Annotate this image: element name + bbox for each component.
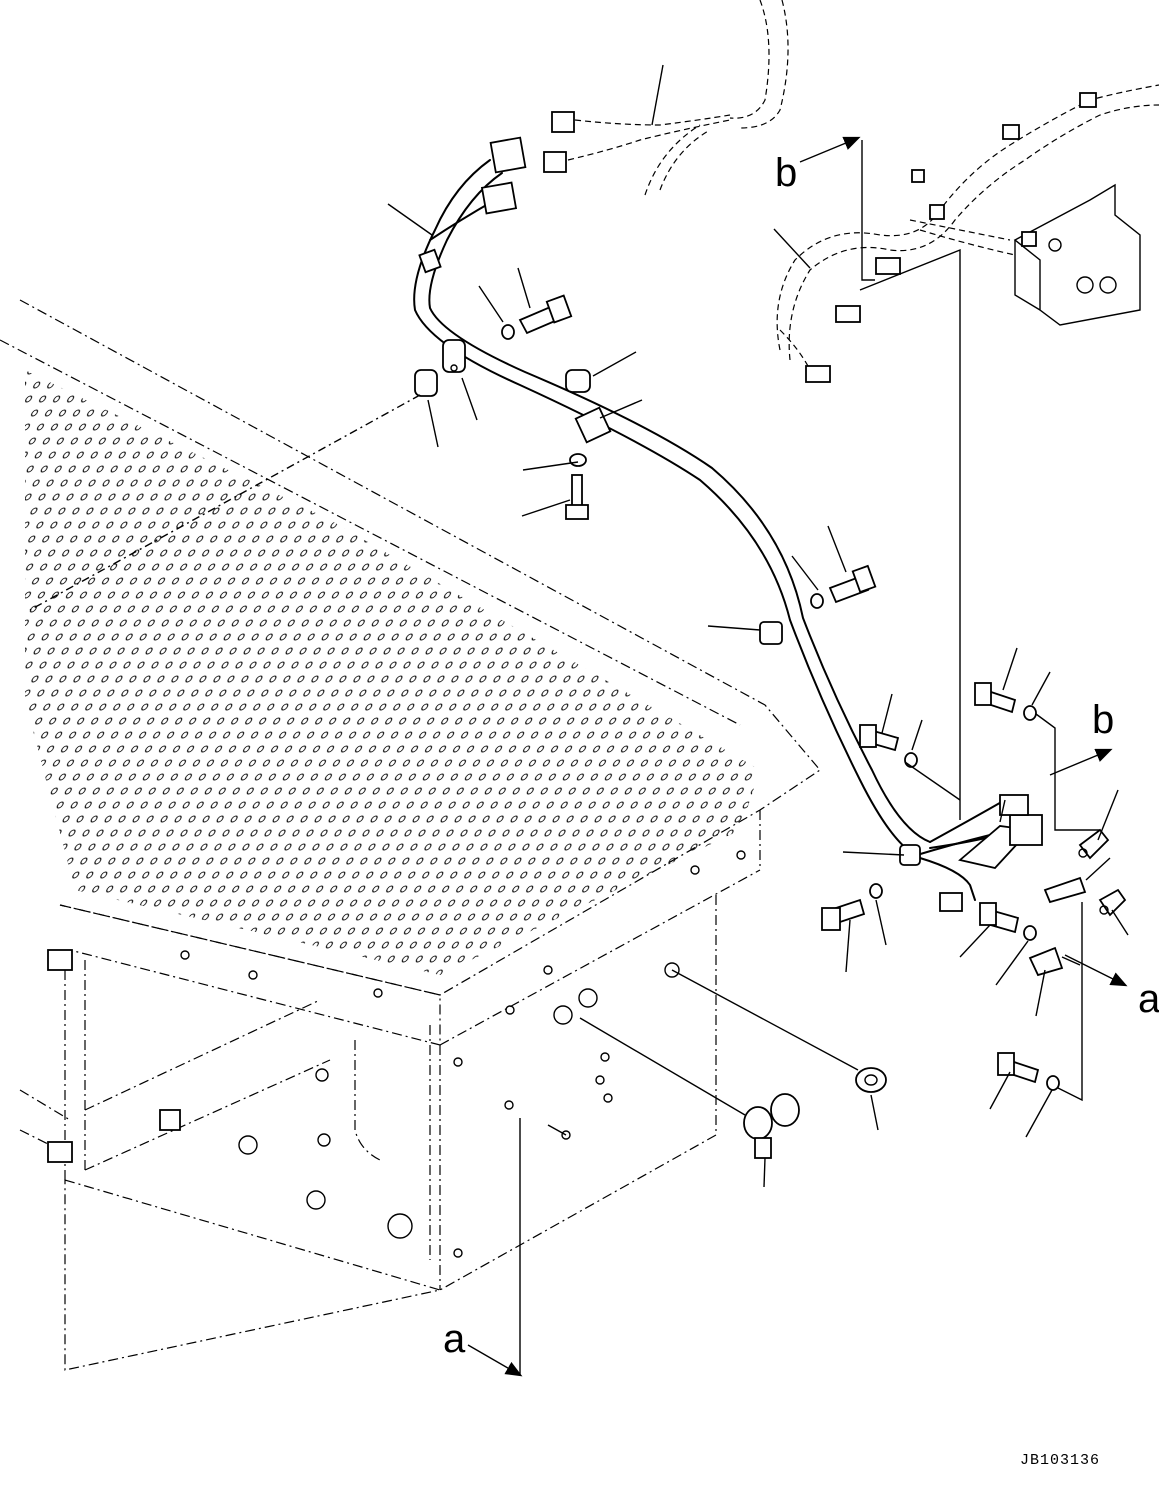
platform-frame [0, 299, 821, 1371]
drawing-code: JB103136 [1020, 1452, 1100, 1469]
post-mounts [47, 949, 181, 1163]
hardware [414, 294, 1060, 1159]
frame-holes [180, 850, 746, 1258]
view-label-b-top: b [775, 151, 797, 195]
view-label-a-right: a [1138, 977, 1159, 1021]
perforated-grating [25, 370, 760, 975]
lower-connectors [939, 794, 1127, 977]
view-label-b-right: b [1092, 698, 1114, 742]
harness-clamps [418, 248, 921, 866]
view-arrows [467, 136, 1128, 1377]
upper-branch-harness [567, 0, 789, 196]
leader-lines [29, 64, 1129, 1375]
reference-lines [859, 140, 1100, 1102]
view-label-a-bottom: a [443, 1317, 466, 1361]
main-harness [413, 159, 1016, 901]
upper-right-bracket [776, 84, 1159, 383]
upper-connectors [480, 111, 575, 215]
